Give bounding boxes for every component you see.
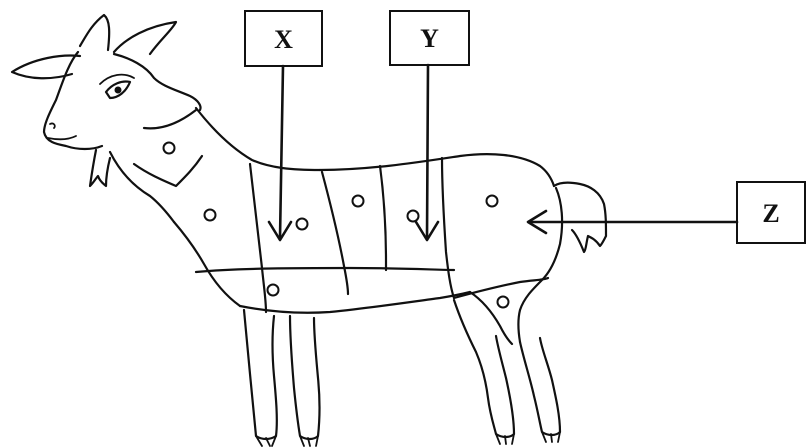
arrow-x-head (267, 220, 293, 242)
eye-lid (99, 73, 135, 85)
eye-pupil (114, 86, 122, 94)
cut-line-neck-top (142, 108, 198, 130)
label-x-text: X (274, 25, 293, 54)
mouth (47, 135, 77, 141)
chest (172, 220, 242, 308)
label-z-box (736, 181, 806, 244)
front-leg-left (242, 308, 278, 441)
arrow-x (278, 64, 285, 240)
eye (104, 80, 132, 100)
neck-front (108, 150, 176, 224)
label-x: X (244, 10, 323, 242)
head-top (112, 52, 202, 112)
head-outline (42, 50, 104, 151)
cut-marker-loin-y (406, 209, 420, 223)
tail (552, 181, 608, 254)
cut-line-4 (440, 156, 456, 300)
cut-marker-rib-x (295, 217, 309, 231)
hoof-hind-left (495, 433, 515, 445)
front-leg-right (288, 314, 321, 441)
cut-line-3 (378, 164, 388, 272)
goat-illustration (10, 13, 608, 447)
horn-front (78, 13, 111, 52)
cut-marker-rump (485, 194, 499, 208)
label-z: Z (526, 181, 806, 244)
cut-marker-loin-a (351, 194, 365, 208)
arrow-y-head (414, 220, 440, 242)
arrow-z-head (526, 209, 548, 235)
cut-marker-neck (162, 141, 176, 155)
arrow-y (425, 63, 430, 240)
hoof-front-left (255, 435, 277, 447)
beard (88, 148, 112, 188)
cut-line-2 (320, 170, 350, 296)
cut-marker-breast (266, 283, 280, 297)
hoof-front-right (299, 435, 319, 447)
cut-line-1 (248, 162, 268, 314)
label-y-text: Y (420, 24, 439, 53)
hoof-hind-right (541, 431, 561, 443)
horn-back (112, 20, 178, 56)
cut-marker-shoulder (203, 208, 217, 222)
hind-thigh (468, 290, 514, 346)
nostril (49, 122, 56, 129)
label-y-box (389, 10, 470, 66)
cut-line-neck-shoulder (132, 154, 204, 188)
neck-back (194, 106, 322, 172)
hind-leg-left (452, 298, 516, 439)
ear (10, 54, 82, 80)
cut-line-flank-leg (452, 276, 550, 300)
label-y: Y (389, 10, 470, 242)
back-line (318, 153, 556, 188)
cut-line-horizontal (194, 266, 456, 274)
cut-marker-leg (496, 295, 510, 309)
hind-leg-right (518, 336, 562, 437)
rump (517, 186, 564, 344)
label-z-text: Z (762, 199, 779, 228)
